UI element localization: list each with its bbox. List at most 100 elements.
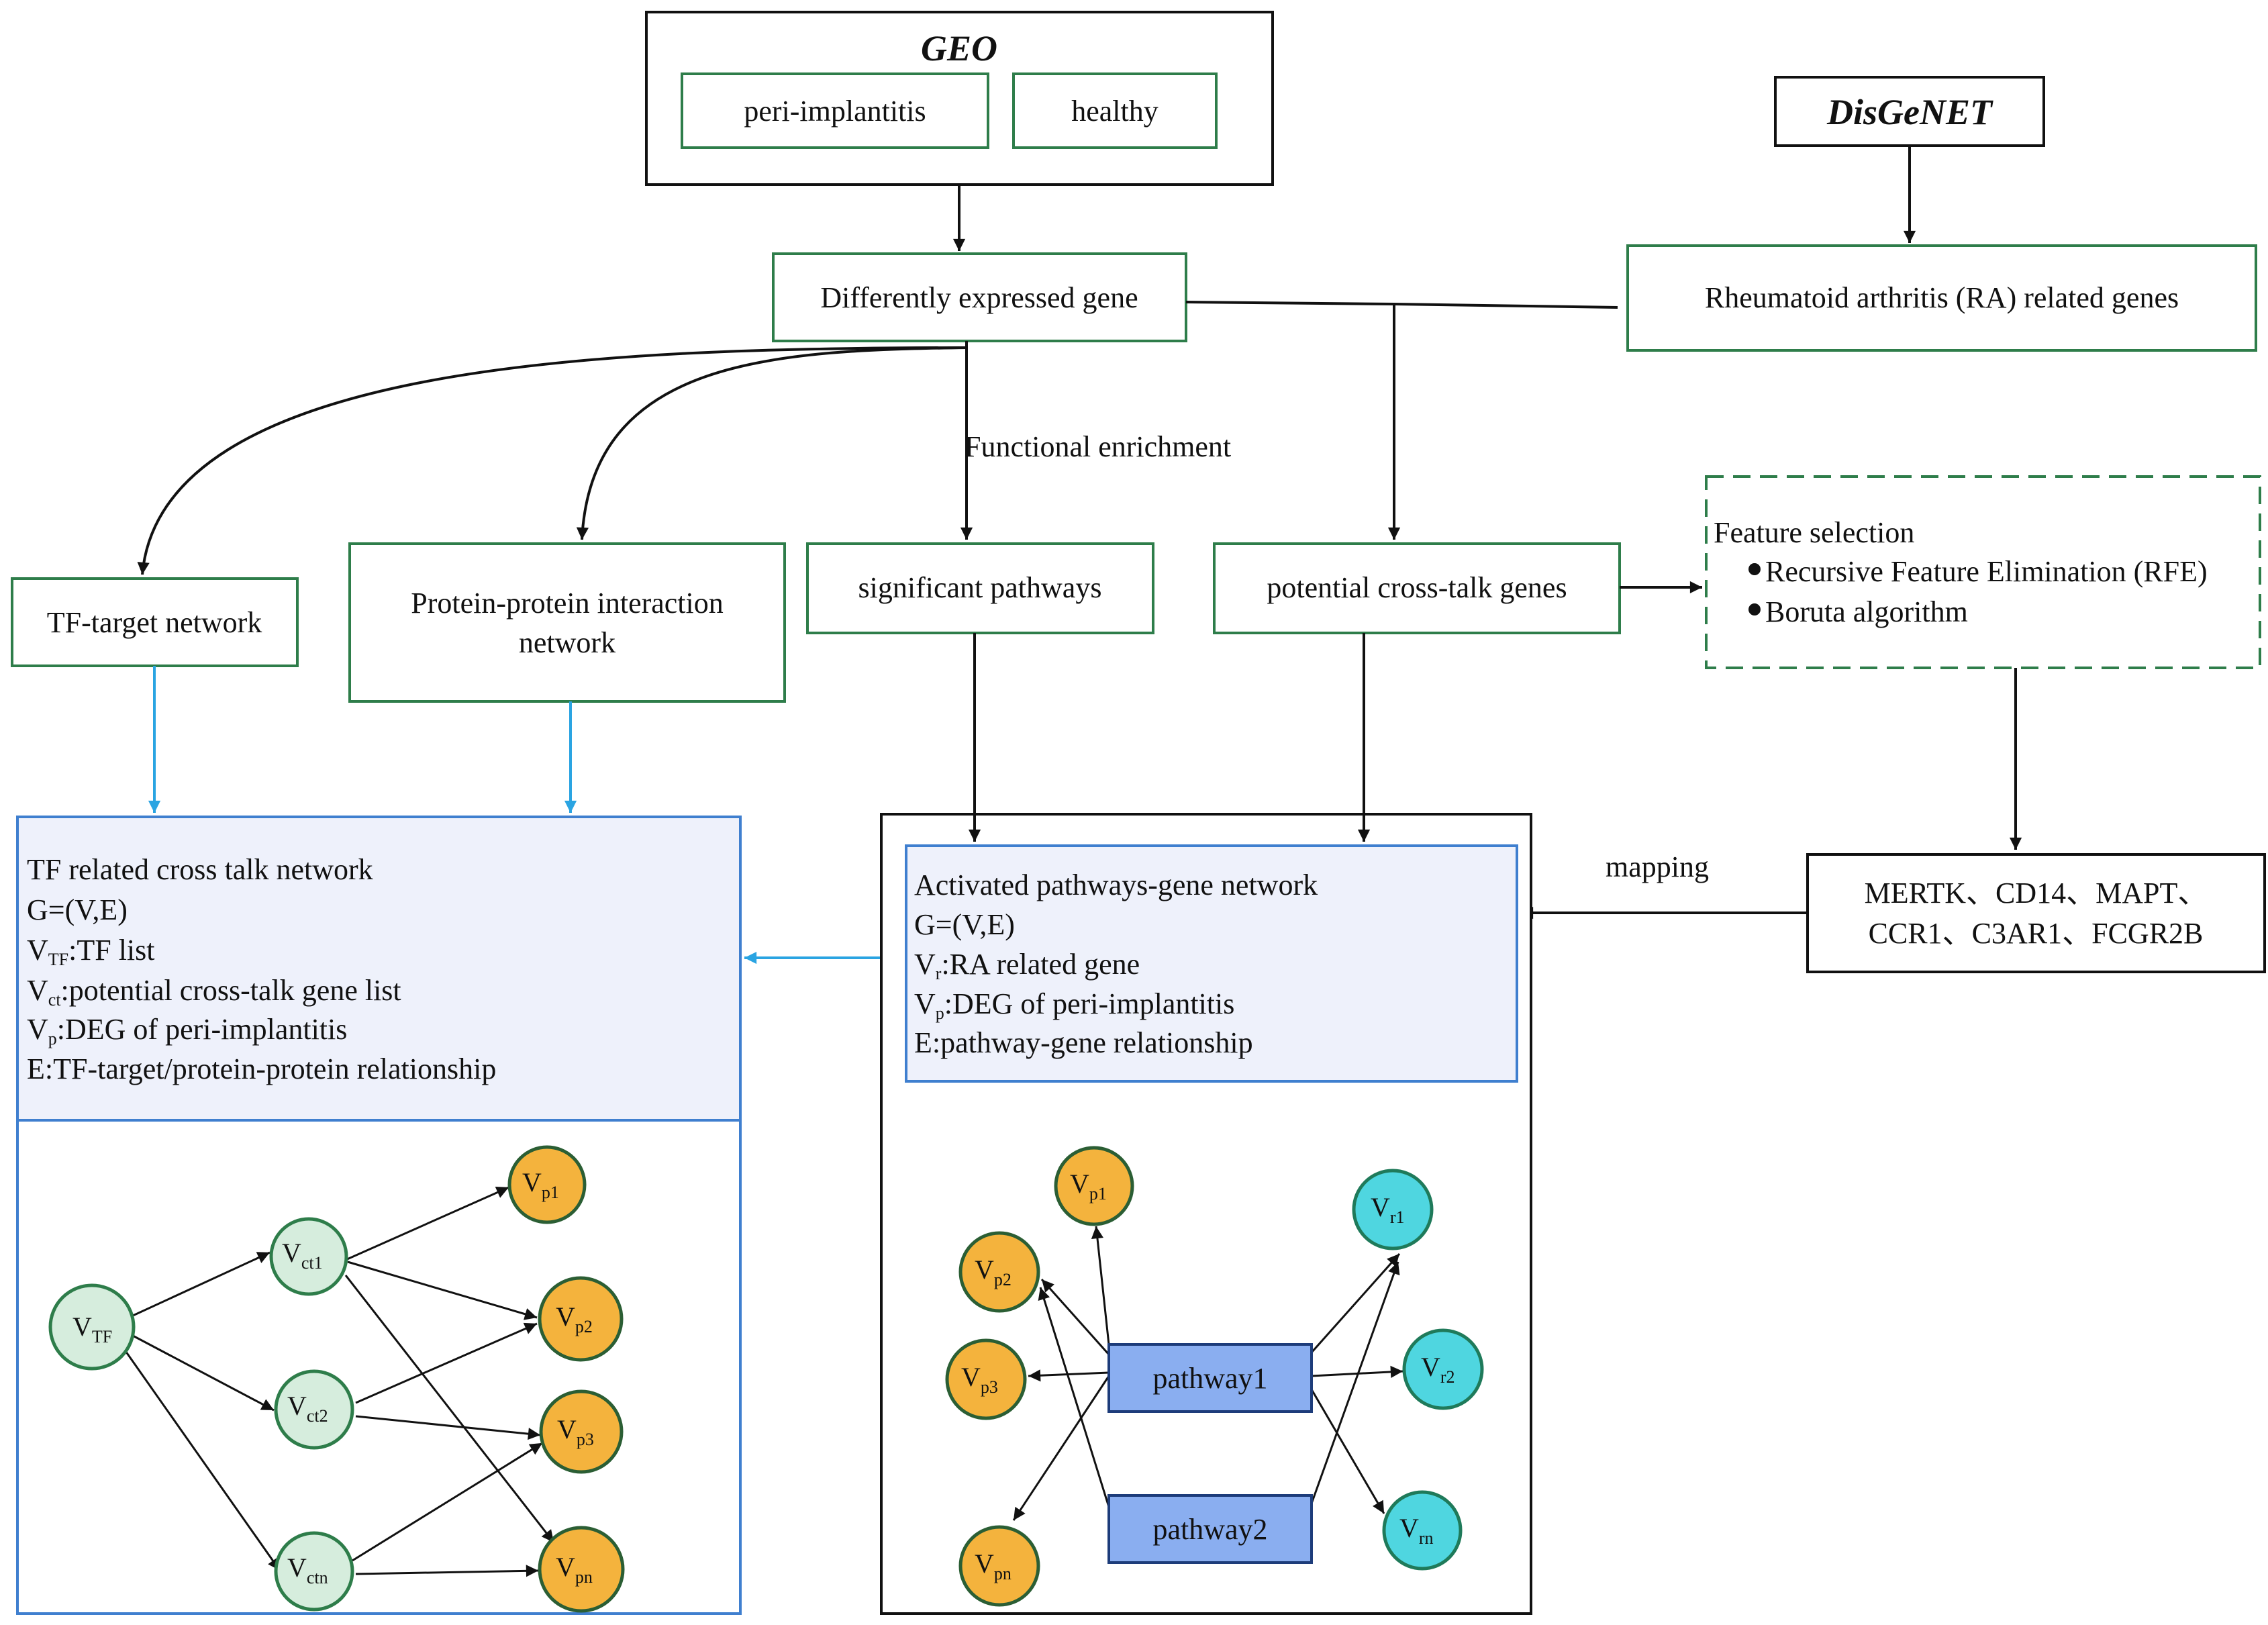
deg-box: Differently expressed gene [772, 252, 1187, 342]
pathway2-label: pathway2 [1152, 1513, 1267, 1546]
selected-genes-box: MERTK、CD14、MAPT、 CCR1、C3AR1、FCGR2B [1806, 853, 2266, 973]
healthy-label: healthy [1071, 95, 1158, 128]
svg-text:Vrn: Vrn [1399, 1513, 1434, 1548]
bullet-icon [1748, 563, 1761, 575]
arrow-deg-tf [137, 346, 967, 575]
svg-text:Vp1: Vp1 [1070, 1169, 1107, 1203]
ra-genes-label: Rheumatoid arthritis (RA) related genes [1705, 281, 2179, 314]
node-right-vp1: Vp1 [1054, 1146, 1134, 1226]
node-left-vpn: Vpn [538, 1526, 625, 1613]
svg-text:VTF: VTF [72, 1312, 112, 1346]
pathway-network-title: Activated pathways-gene network [914, 869, 1318, 901]
peri-implantitis-label: peri-implantitis [744, 95, 926, 128]
tf-network-vp: Vp:DEG of peri-implantitis [27, 1013, 347, 1048]
pathway-network-vp: Vp:DEG of peri-implantitis [914, 987, 1234, 1023]
node-vct2: Vct2 [274, 1369, 354, 1450]
geo-box: GEO peri-implantitis healthy [645, 11, 1274, 186]
edge-pw1-vp3 [1028, 1369, 1110, 1382]
node-left-vp1: Vp1 [507, 1145, 587, 1224]
svg-text:Vct2: Vct2 [287, 1391, 328, 1426]
edge-pw1-vp2 [1040, 1279, 1110, 1355]
tf-network-vtf: VTF:TF list [27, 934, 155, 969]
svg-text:Vct1: Vct1 [282, 1238, 323, 1273]
edge-vtf-vct1 [132, 1251, 270, 1317]
node-right-vpn: Vpn [958, 1525, 1040, 1607]
edge-vct1-vp2 [347, 1261, 538, 1320]
pathway-network-e: E:pathway-gene relationship [914, 1026, 1253, 1059]
ppi-box: Protein-protein interaction network [348, 542, 786, 703]
functional-enrichment-label: Functional enrichment [965, 430, 1231, 463]
arrow-deg-ppi [576, 346, 967, 540]
feature-selection-box: Feature selection Recursive Feature Elim… [1705, 475, 2261, 669]
node-vrn: Vrn [1382, 1490, 1463, 1571]
tf-network-vct: Vct:potential cross-talk gene list [27, 974, 401, 1010]
ra-genes-box: Rheumatoid arthritis (RA) related genes [1626, 244, 2257, 352]
crosstalk-box: potential cross-talk genes [1213, 542, 1621, 634]
svg-text:Vr1: Vr1 [1371, 1192, 1405, 1227]
svg-text:Vp2: Vp2 [975, 1254, 1012, 1289]
feature-item-boruta: Boruta algorithm [1765, 595, 1968, 628]
pathways-box: significant pathways [806, 542, 1154, 634]
left-graph-edges [123, 1186, 555, 1577]
svg-text:Vpn: Vpn [975, 1548, 1012, 1583]
pathway1-box: pathway1 [1107, 1343, 1313, 1413]
svg-text:Vctn: Vctn [287, 1553, 328, 1587]
node-right-vp2: Vp2 [958, 1231, 1040, 1313]
feature-selection-title: Feature selection [1714, 516, 1914, 549]
edge-vtf-vct2 [132, 1334, 275, 1412]
geo-title: GEO [921, 28, 997, 68]
svg-text:Vp1: Vp1 [522, 1167, 559, 1202]
node-vtf: VTF [48, 1283, 136, 1371]
svg-text:Vp3: Vp3 [557, 1414, 594, 1449]
tf-target-box: TF-target network [11, 577, 299, 667]
pathway-network-vr: Vr:RA related gene [914, 948, 1140, 983]
tf-network-e: E:TF-target/protein-protein relationship [27, 1052, 496, 1085]
tf-network-g: G=(V,E) [27, 893, 128, 926]
svg-text:Vp3: Vp3 [961, 1362, 998, 1397]
disgenet-box: DisGeNET [1774, 76, 2045, 147]
mapping-label: mapping [1606, 850, 1709, 883]
node-left-vp3: Vp3 [539, 1389, 624, 1474]
node-vr2: Vr2 [1402, 1328, 1484, 1410]
node-right-vp3: Vp3 [945, 1338, 1027, 1420]
edge-vctn-vpn [355, 1565, 539, 1577]
svg-text:Vpn: Vpn [556, 1552, 593, 1587]
pathway-network-g: G=(V,E) [914, 908, 1015, 941]
genes-line1: MERTK、CD14、MAPT、 [1865, 877, 2208, 909]
edge-vct1-vpn [344, 1275, 555, 1543]
tf-target-label: TF-target network [47, 606, 262, 639]
tf-network-title: TF related cross talk network [27, 853, 373, 886]
pathways-label: significant pathways [858, 571, 1102, 604]
node-vr1: Vr1 [1352, 1169, 1434, 1250]
pathway2-box: pathway2 [1107, 1494, 1313, 1564]
ppi-label-line2: network [519, 626, 615, 659]
healthy-box [1012, 72, 1218, 149]
ppi-label-line1: Protein-protein interaction [411, 587, 724, 620]
edge-pw1-vp1 [1091, 1226, 1110, 1345]
peri-implantitis-box [681, 72, 989, 149]
bullet-icon [1748, 603, 1761, 615]
edge-vct2-vp2 [355, 1322, 538, 1404]
edge-vtf-vctn [123, 1348, 281, 1571]
svg-text:Vr2: Vr2 [1421, 1352, 1455, 1387]
edge-pw1-vr1 [1310, 1253, 1401, 1353]
genes-line2: CCR1、C3AR1、FCGR2B [1869, 917, 2204, 950]
line-deg-ra [1185, 301, 1618, 309]
edge-vctn-vp3 [352, 1442, 543, 1562]
right-graph-edges [1012, 1226, 1403, 1521]
crosstalk-label: potential cross-talk genes [1267, 571, 1567, 604]
edge-vct2-vp3 [355, 1415, 541, 1440]
disgenet-title: DisGeNET [1826, 92, 1993, 132]
edge-pw2-vp2 [1038, 1287, 1110, 1508]
edge-pw1-vrn [1310, 1389, 1385, 1514]
edge-pw1-vpn [1012, 1375, 1110, 1521]
deg-label: Differently expressed gene [820, 281, 1138, 314]
tf-crosstalk-panel: TF related cross talk network G=(V,E) VT… [16, 816, 742, 1615]
edge-pw2-vr1 [1310, 1261, 1400, 1504]
pathway1-label: pathway1 [1152, 1362, 1267, 1395]
feature-item-rfe: Recursive Feature Elimination (RFE) [1765, 555, 2208, 588]
node-vct1: Vct1 [269, 1217, 348, 1296]
node-vctn: Vctn [274, 1531, 354, 1612]
edge-vct1-vp1 [345, 1186, 509, 1261]
svg-text:Vp2: Vp2 [556, 1301, 593, 1336]
